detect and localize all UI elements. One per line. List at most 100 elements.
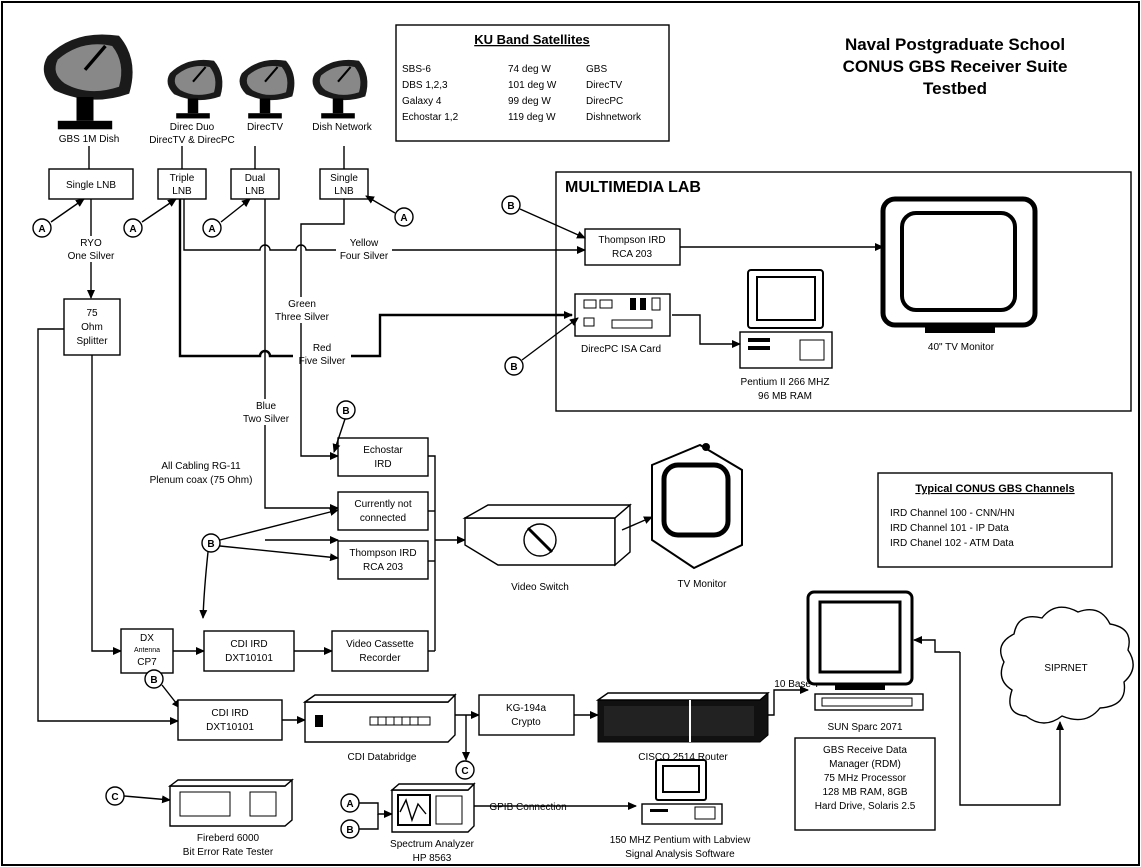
labview-pc-icon: 150 MHZ Pentium with Labview Signal Anal… [610, 759, 751, 860]
svg-text:Green: Green [288, 299, 316, 310]
svg-text:Red: Red [313, 343, 331, 354]
svg-text:TV Monitor: TV Monitor [678, 579, 728, 590]
svg-text:CISCO 2514 Router: CISCO 2514 Router [638, 752, 728, 763]
svg-text:connected: connected [360, 513, 406, 524]
svg-text:119 deg W: 119 deg W [508, 112, 556, 123]
dishnetwork-dish-icon: Dish Network [311, 58, 373, 133]
fireberd-6000-icon: Fireberd 6000 Bit Error Rate Tester [167, 778, 294, 858]
marker-a-single: A [365, 195, 414, 227]
sun-sparc-icon: SUN Sparc 2071 [806, 590, 924, 733]
marker-a-dual: A [202, 198, 251, 238]
svg-text:Video Switch: Video Switch [511, 582, 569, 593]
svg-text:Testbed: Testbed [923, 79, 987, 98]
svg-text:CDI IRD: CDI IRD [230, 639, 267, 650]
dx-antenna-cp7: DX Antenna CP7 [120, 628, 174, 674]
svg-text:101 deg W: 101 deg W [508, 80, 557, 91]
cable-blue-label: Blue Two Silver [238, 399, 296, 425]
svg-text:CDI IRD: CDI IRD [211, 708, 248, 719]
direcpc-isa-card: DirecPC ISA Card [574, 293, 671, 355]
svg-text:B: B [510, 362, 517, 373]
svg-text:Triple: Triple [170, 173, 195, 184]
svg-text:128 MB RAM, 8GB: 128 MB RAM, 8GB [822, 787, 907, 798]
svg-text:Blue: Blue [256, 401, 276, 412]
marker-c-databridge: C [455, 760, 475, 780]
svg-text:74 deg W: 74 deg W [508, 64, 551, 75]
video-switch-icon: Video Switch [462, 503, 632, 593]
svg-text:LNB: LNB [334, 186, 354, 197]
svg-text:Naval Postgraduate School: Naval Postgraduate School [845, 35, 1065, 54]
svg-text:HP 8563: HP 8563 [413, 853, 452, 864]
svg-text:A: A [38, 224, 45, 235]
svg-text:All Cabling RG-11: All Cabling RG-11 [161, 461, 241, 472]
svg-text:Dual: Dual [245, 173, 266, 184]
svg-text:Single: Single [330, 173, 358, 184]
svg-text:Pentium II 266 MHZ: Pentium II 266 MHZ [741, 377, 830, 388]
svg-text:GBS 1M Dish: GBS 1M Dish [59, 134, 120, 145]
svg-text:A: A [208, 224, 215, 235]
single-lnb-dishnet: Single LNB [319, 168, 369, 200]
svg-text:LNB: LNB [172, 186, 192, 197]
svg-text:75: 75 [86, 308, 98, 319]
svg-text:DirecTV & DirecPC: DirecTV & DirecPC [149, 135, 235, 146]
marker-b-echostar: B [332, 400, 356, 453]
svg-text:Antenna: Antenna [134, 647, 160, 654]
svg-text:Crypto: Crypto [511, 717, 541, 728]
gpib-connection-label: GPIB Connection [489, 802, 566, 813]
svg-text:RYO: RYO [80, 238, 102, 249]
marker-b-direcpc: B [504, 317, 579, 376]
svg-text:C: C [461, 766, 468, 777]
svg-text:GBS: GBS [586, 64, 607, 75]
splitter-75-ohm: 75 Ohm Splitter [63, 298, 121, 356]
currently-not-connected-box: Currently not connected [337, 491, 429, 531]
svg-text:Plenum coax (75 Ohm): Plenum coax (75 Ohm) [150, 475, 253, 486]
svg-text:A: A [129, 224, 136, 235]
svg-text:40" TV Monitor: 40" TV Monitor [928, 342, 995, 353]
svg-text:IRD Chanel 102 - ATM Data: IRD Chanel 102 - ATM Data [890, 538, 1014, 549]
svg-text:DXT10101: DXT10101 [225, 653, 273, 664]
thompson-ird-2: Thompson IRD RCA 203 [337, 540, 429, 580]
multimedia-lab-box [555, 171, 1132, 412]
svg-text:Spectrum Analyzer: Spectrum Analyzer [390, 839, 475, 850]
cisco-router-icon: CISCO 2514 Router [595, 691, 770, 763]
thompson-ird-lab: Thompson IRD RCA 203 [584, 228, 681, 266]
gbs-dish-icon: GBS 1M Dish [42, 32, 135, 145]
svg-text:IRD Channel 100 - CNN/HN: IRD Channel 100 - CNN/HN [890, 508, 1015, 519]
svg-text:Thompson IRD: Thompson IRD [349, 548, 416, 559]
svg-text:Echostar: Echostar [363, 445, 403, 456]
marker-c-fireberd: C [105, 786, 125, 806]
svg-text:Fireberd 6000: Fireberd 6000 [197, 833, 260, 844]
svg-text:99 deg W: 99 deg W [508, 96, 551, 107]
single-lnb-gbs: Single LNB [48, 168, 134, 200]
svg-text:C: C [111, 792, 118, 803]
svg-text:IRD: IRD [374, 459, 391, 470]
spectrum-analyzer-icon: Spectrum Analyzer HP 8563 [390, 782, 476, 864]
svg-text:B: B [507, 201, 514, 212]
svg-text:DirecPC ISA Card: DirecPC ISA Card [581, 344, 661, 355]
cabling-note: All Cabling RG-11 Plenum coax (75 Ohm) [150, 461, 253, 486]
svg-text:GBS Receive Data: GBS Receive Data [823, 745, 907, 756]
svg-text:Thompson IRD: Thompson IRD [598, 235, 665, 246]
svg-text:B: B [150, 675, 157, 686]
svg-text:Currently not: Currently not [354, 499, 411, 510]
svg-text:Echostar 1,2: Echostar 1,2 [402, 112, 459, 123]
direcduo-dish-icon: Direc Duo DirecTV & DirecPC [149, 58, 235, 146]
svg-text:96 MB RAM: 96 MB RAM [758, 391, 812, 402]
svg-text:CDI Databridge: CDI Databridge [348, 752, 417, 763]
svg-text:SUN Sparc 2071: SUN Sparc 2071 [827, 722, 902, 733]
svg-text:B: B [342, 406, 349, 417]
svg-text:Splitter: Splitter [76, 336, 108, 347]
cdi-ird-2: CDI IRD DXT10101 [177, 699, 283, 741]
svg-text:SBS-6: SBS-6 [402, 64, 431, 75]
svg-text:Five Silver: Five Silver [299, 356, 346, 367]
echostar-ird: Echostar IRD [337, 437, 429, 477]
diagram-title: Naval Postgraduate School CONUS GBS Rece… [843, 35, 1068, 98]
svg-text:SIPRNET: SIPRNET [1044, 663, 1087, 674]
conus-gbs-channels-table: Typical CONUS GBS Channels IRD Channel 1… [877, 472, 1113, 568]
marker-b-center: B [199, 508, 339, 619]
svg-text:CONUS GBS Receiver Suite: CONUS GBS Receiver Suite [843, 57, 1068, 76]
svg-text:Dishnetwork: Dishnetwork [586, 112, 642, 123]
tv-monitor-40-icon: 40" TV Monitor [880, 196, 1038, 353]
svg-text:LNB: LNB [245, 186, 265, 197]
svg-text:Yellow: Yellow [350, 238, 379, 249]
